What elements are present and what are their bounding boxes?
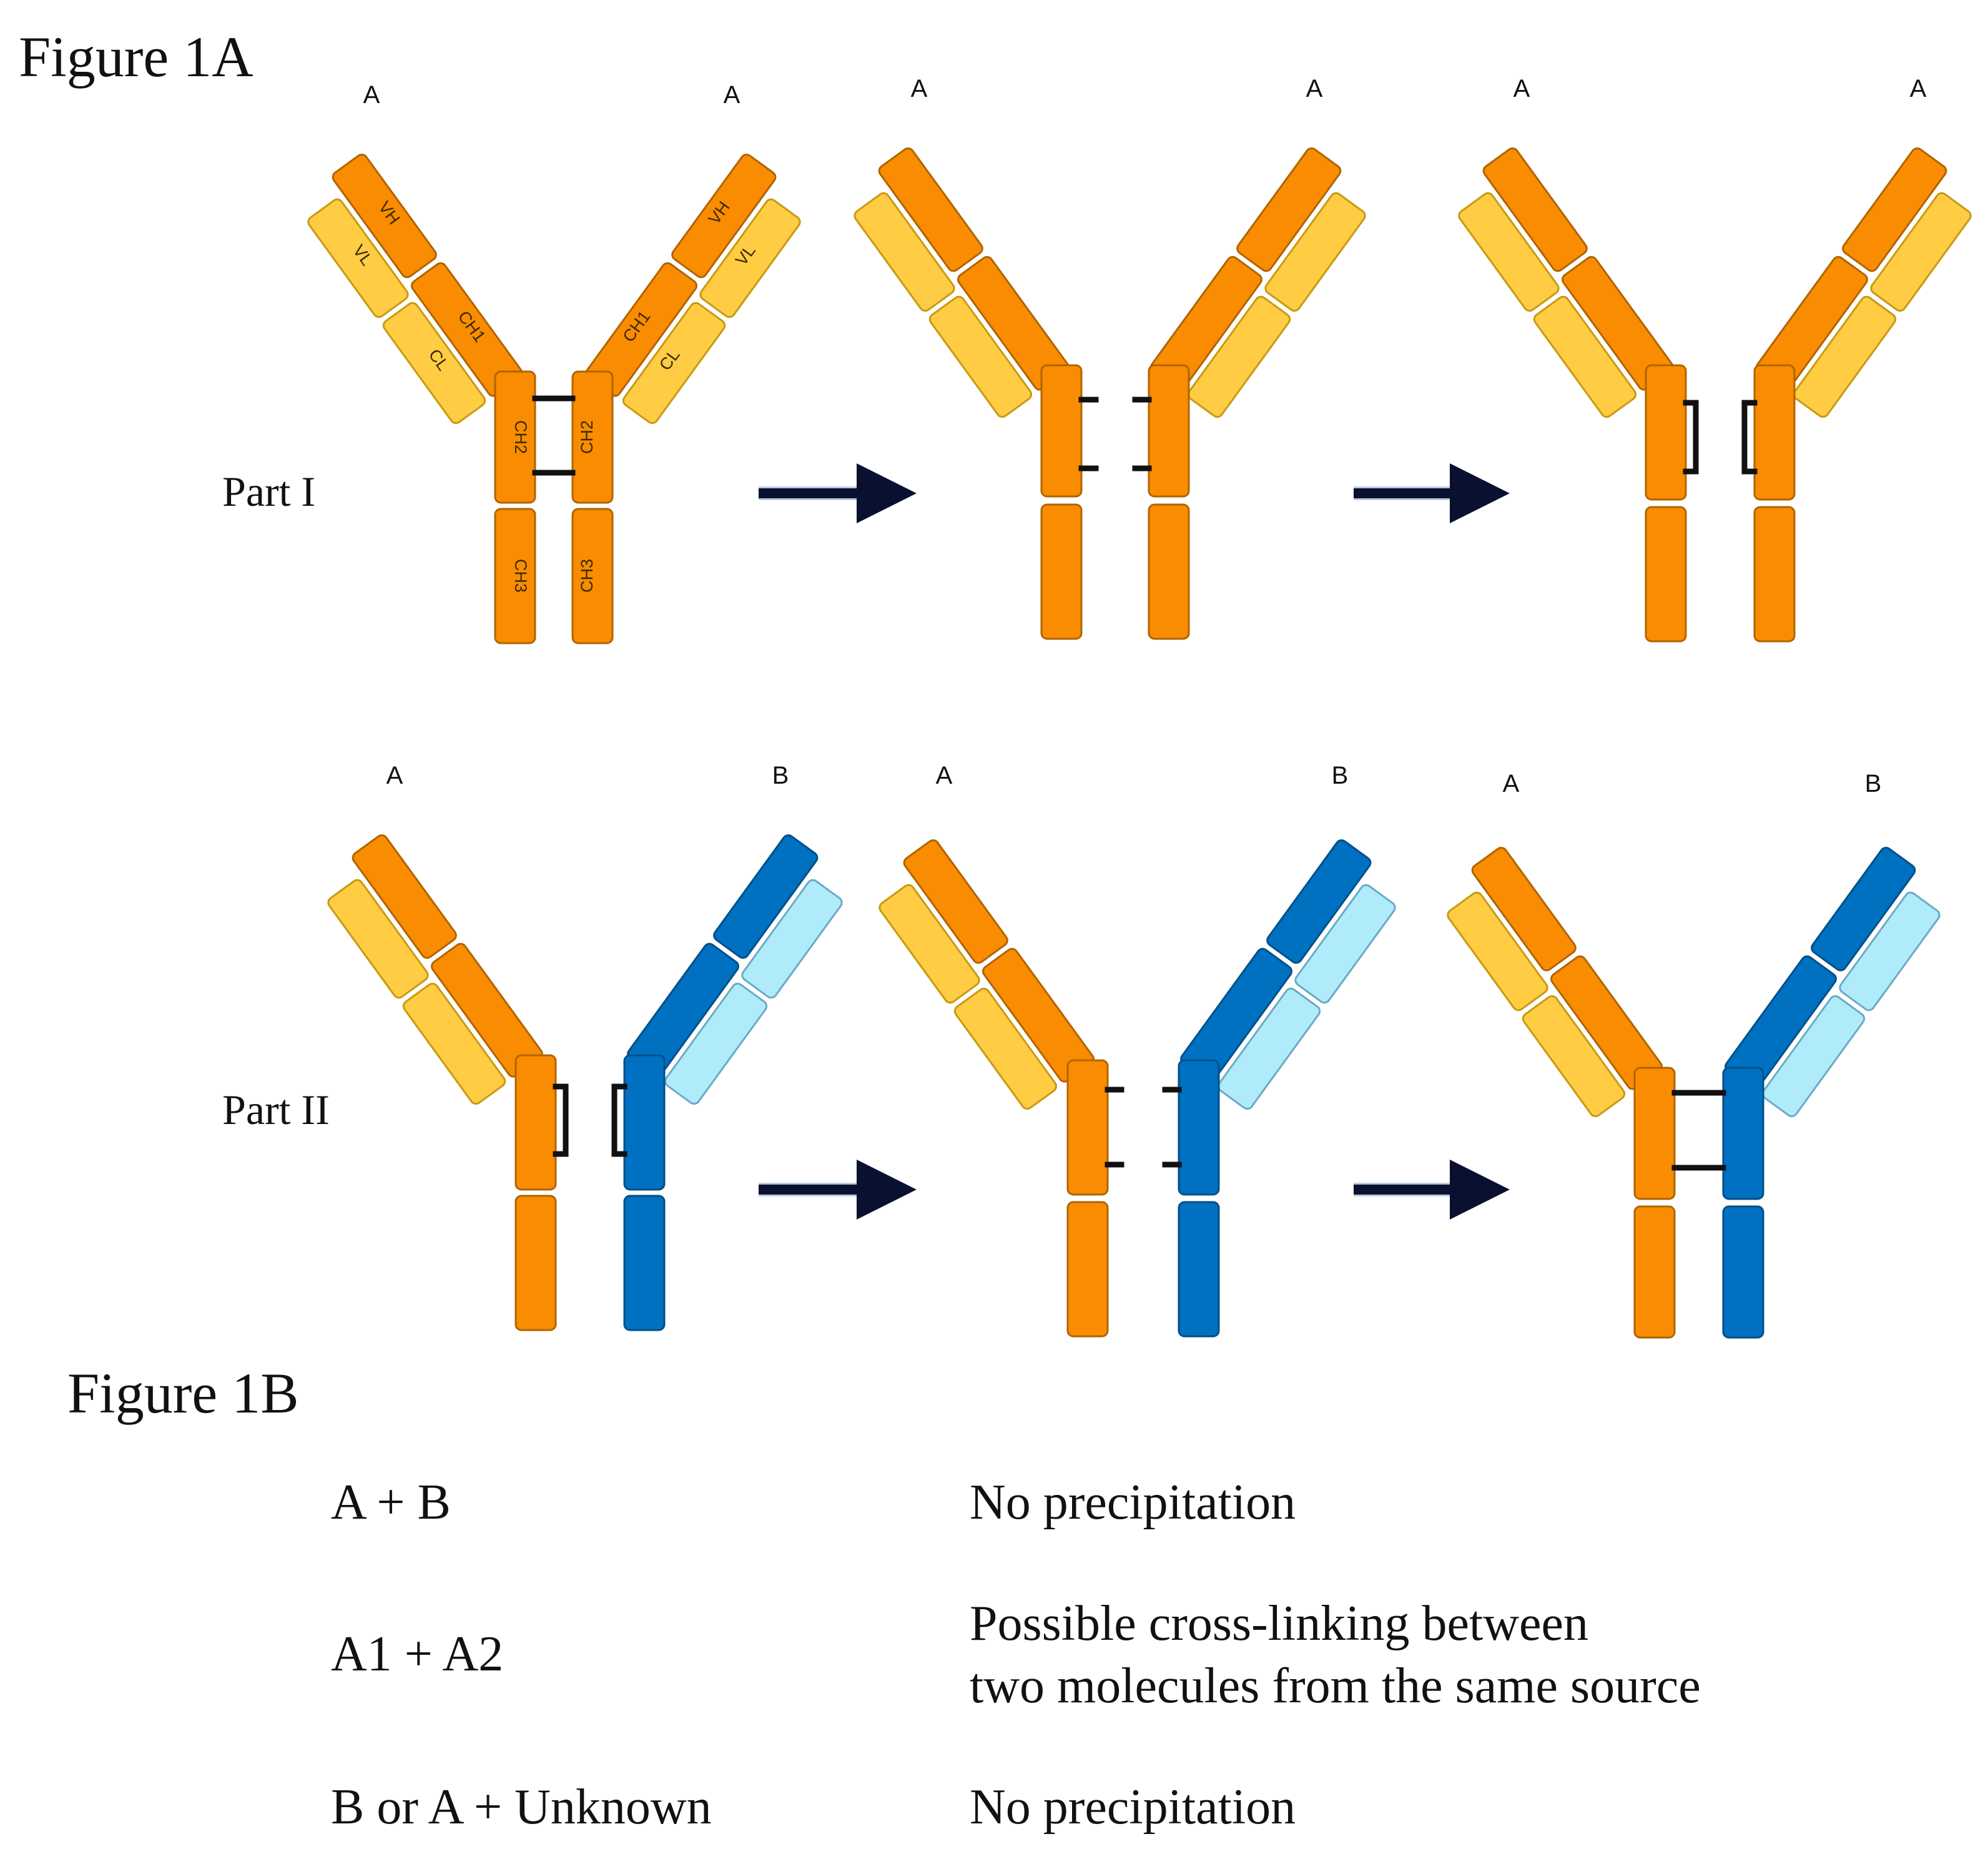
part-1-label: Part I <box>222 468 315 515</box>
figure-1b-title: Figure 1B <box>67 1361 299 1425</box>
combo-row-2: A1 + A2 <box>331 1627 503 1682</box>
ch3-domain-left <box>494 508 536 644</box>
result-row-3: No precipitation <box>970 1780 1296 1835</box>
vh-domain <box>671 154 777 279</box>
result-row-1: No precipitation <box>970 1475 1296 1530</box>
arm-label-a: A <box>363 81 380 109</box>
antibody-part1-half-molecules: A A <box>1458 75 1972 643</box>
svg-text:CH2: CH2 <box>511 420 530 454</box>
svg-text:CH3: CH3 <box>511 559 530 593</box>
svg-text:B: B <box>1332 762 1349 789</box>
cl-domain <box>622 302 726 425</box>
right-arm-a: VH CH1 VL CL <box>585 154 801 425</box>
left-arm-a: VH CH1 VL CL <box>307 154 523 425</box>
svg-text:A: A <box>936 762 953 789</box>
cl-domain <box>382 302 486 425</box>
svg-text:B: B <box>772 762 789 789</box>
combo-row-1: A + B <box>331 1475 451 1530</box>
vl-domain <box>307 198 409 318</box>
svg-text:A: A <box>386 762 403 789</box>
svg-text:A: A <box>1306 75 1323 102</box>
ch2-domain-right <box>571 370 614 504</box>
result-row-2-line-1: Possible cross-linking between <box>970 1596 1588 1651</box>
antibody-part2-reduced: A B <box>878 762 1396 1338</box>
svg-text:A: A <box>1503 770 1520 797</box>
figure-1b-table: A + B No precipitation A1 + A2 Possible … <box>331 1475 1701 1835</box>
part-2-label: Part II <box>222 1086 330 1133</box>
svg-text:B: B <box>1865 770 1882 797</box>
combo-row-3: B or A + Unknown <box>331 1780 712 1835</box>
ch3-domain-right <box>571 508 614 644</box>
svg-text:CH2: CH2 <box>578 420 596 454</box>
vl-domain <box>699 198 801 318</box>
arm-label-a: A <box>724 81 741 109</box>
svg-text:CH3: CH3 <box>578 559 596 593</box>
vh-domain <box>332 154 437 279</box>
antibody-part1-reduced: A A <box>854 75 1366 640</box>
figure-1a-title: Figure 1A <box>19 25 253 89</box>
svg-text:A: A <box>1513 75 1530 102</box>
svg-text:A: A <box>911 75 928 102</box>
antibody-part2-bispecific: A B <box>1447 770 1941 1339</box>
result-row-2-line-2: two molecules from the same source <box>970 1659 1701 1713</box>
antibody-part2-halves: A B <box>327 762 843 1331</box>
ch2-domain-left <box>494 370 536 504</box>
antibody-part1-intact: VH CH1 VL CL VH CH1 VL CL CH2 CH3 CH2 CH… <box>307 81 801 644</box>
svg-text:A: A <box>1910 75 1927 102</box>
